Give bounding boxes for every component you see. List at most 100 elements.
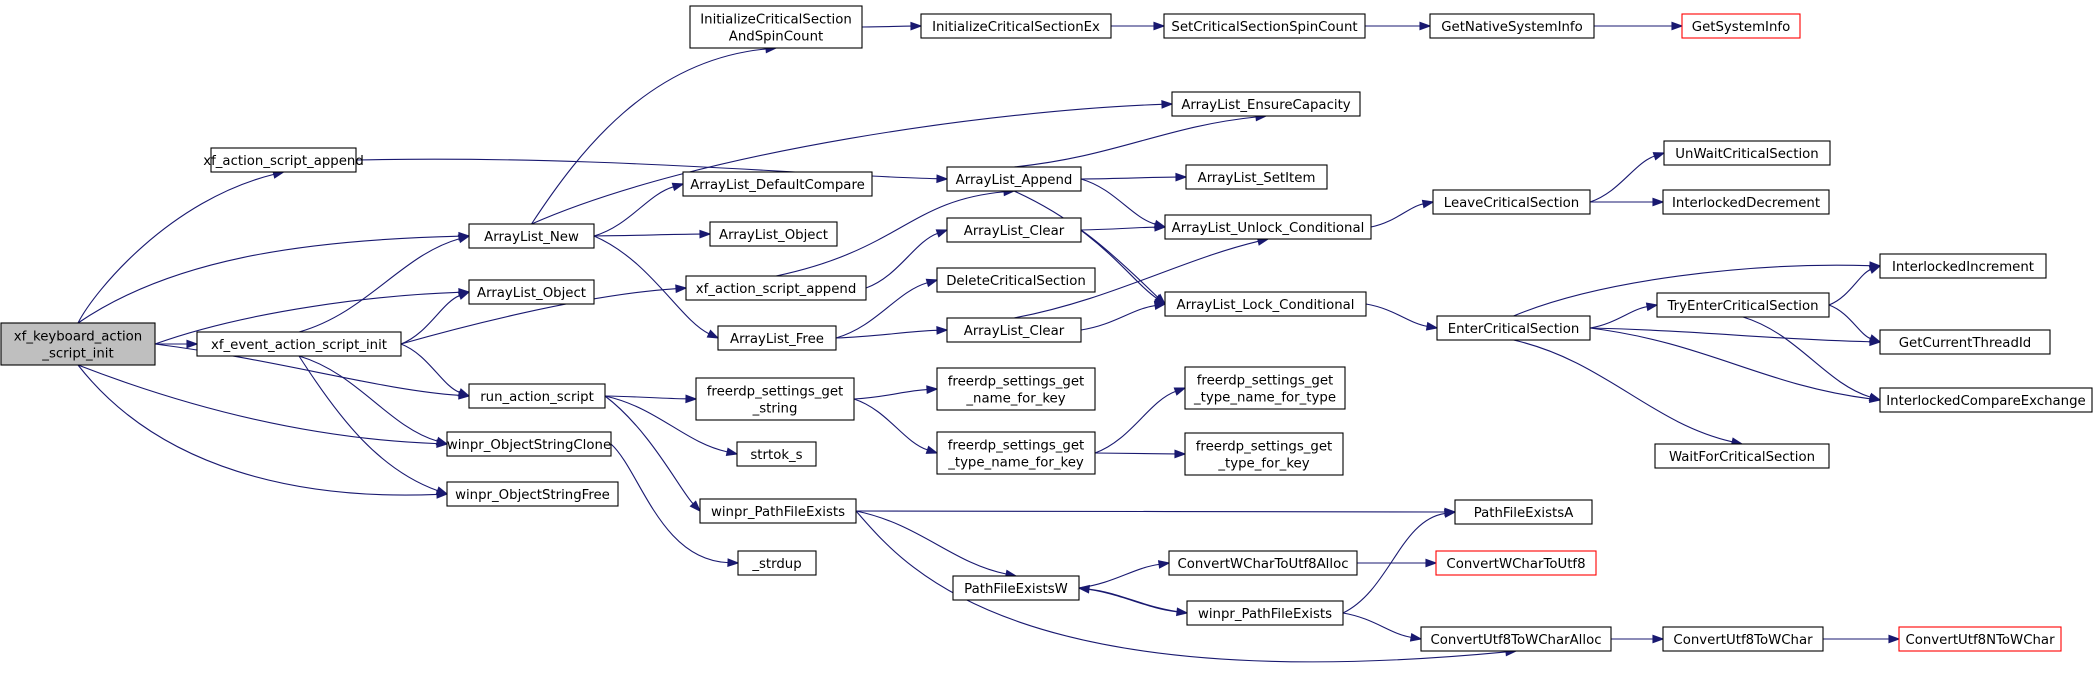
edge-arrowhead — [1671, 21, 1684, 31]
call-edge-arraylist_append-to-arraylist_ensure_capacity — [1013, 112, 1268, 168]
edge-line — [77, 173, 274, 324]
node-arraylist-ensure-capacity[interactable]: ArrayList_EnsureCapacity — [1171, 91, 1361, 117]
node-label: _string — [752, 402, 798, 417]
node-pathfileexists-w[interactable]: PathFileExistsW — [952, 575, 1080, 601]
edge-line — [1513, 339, 1733, 443]
node-box — [682, 171, 873, 197]
node-arraylist-default-compare[interactable]: ArrayList_DefaultCompare — [682, 171, 873, 197]
node-box — [446, 431, 612, 457]
node-interlocked-increment[interactable]: InterlockedIncrement — [1879, 253, 2047, 279]
node-box — [1663, 140, 1831, 166]
node-leave-critical-section[interactable]: LeaveCriticalSection — [1432, 189, 1591, 215]
node-convert-utf8-to-wchar-alloc[interactable]: ConvertUtf8ToWCharAlloc — [1420, 626, 1612, 652]
node-arraylist-append[interactable]: ArrayList_Append — [946, 166, 1082, 192]
node-delete-critical-section[interactable]: DeleteCriticalSection — [936, 267, 1096, 293]
node-get-native-system-info[interactable]: GetNativeSystemInfo — [1429, 13, 1595, 39]
node-pathfileexists-a[interactable]: PathFileExistsA — [1454, 499, 1593, 525]
node-interlocked-decrement[interactable]: InterlockedDecrement — [1662, 189, 1830, 215]
node-box — [196, 331, 402, 357]
node-convert-wchar-to-utf8-alloc[interactable]: ConvertWCharToUtf8Alloc — [1168, 550, 1358, 576]
node-root[interactable]: xf_keyboard_action_script_init — [0, 322, 156, 366]
edge-line — [604, 395, 687, 400]
node-arraylist-object-a[interactable]: ArrayList_Object — [468, 279, 595, 305]
node-box — [1168, 550, 1358, 576]
node-box — [717, 325, 837, 351]
node-box — [1879, 253, 2047, 279]
node-label: DeleteCriticalSection — [946, 274, 1086, 289]
call-edge-run_action_script-to-freerdp_settings_get_string — [604, 394, 698, 404]
node-label: freerdp_settings_get — [1197, 374, 1334, 389]
node-xf-action-script-append-a[interactable]: xf_action_script_append — [203, 147, 364, 173]
node-box — [1879, 329, 2051, 355]
edge-line — [835, 282, 928, 339]
node-initialize-critical-section-ex[interactable]: InitializeCriticalSectionEx — [920, 13, 1112, 39]
node-winpr-pathfileexists-a[interactable]: winpr_PathFileExists — [699, 498, 857, 524]
node-freerdp-settings-get-type-name-for-type[interactable]: freerdp_settings_get_type_name_for_type — [1184, 366, 1346, 410]
node-xf-action-script-append-b[interactable]: xf_action_script_append — [685, 275, 867, 301]
call-edge-arraylist_new-to-arraylist_ensure_capacity — [531, 99, 1174, 225]
node-strtok-s[interactable]: strtok_s — [736, 441, 817, 467]
node-convert-utf8-to-wchar[interactable]: ConvertUtf8ToWChar — [1662, 626, 1824, 652]
edge-line — [298, 238, 460, 333]
node-box — [736, 441, 817, 467]
node-set-critical-section-spin-count[interactable]: SetCriticalSectionSpinCount — [1163, 13, 1366, 39]
node-box — [1164, 214, 1372, 240]
edge-arrowhead — [1153, 301, 1167, 310]
node-freerdp-settings-get-type-for-key[interactable]: freerdp_settings_get_type_for_key — [1184, 432, 1344, 476]
node-arraylist-free[interactable]: ArrayList_Free — [717, 325, 837, 351]
edge-arrowhead — [1154, 222, 1167, 232]
node-get-system-info[interactable]: GetSystemInfo — [1681, 13, 1801, 39]
node-label: LeaveCriticalSection — [1444, 196, 1579, 211]
node-run-action-script[interactable]: run_action_script — [468, 383, 606, 409]
node-box — [689, 5, 863, 49]
node-winpr-pathfileexists-b[interactable]: winpr_PathFileExists — [1186, 600, 1344, 626]
edge-line — [298, 355, 438, 492]
node-convert-utf8n-to-wchar[interactable]: ConvertUtf8NToWChar — [1898, 626, 2062, 652]
edge-arrowhead — [1645, 302, 1659, 312]
node-convert-wchar-to-utf8[interactable]: ConvertWCharToUtf8 — [1435, 550, 1597, 576]
call-edge-set_critical_section_spin_count-to-get_native_system_info — [1365, 21, 1432, 31]
node-try-enter-critical-section[interactable]: TryEnterCriticalSection — [1656, 292, 1830, 318]
edge-arrowhead — [1868, 334, 1882, 343]
edge-arrowhead — [1157, 560, 1171, 569]
node-label: ArrayList_Free — [730, 332, 824, 347]
node-freerdp-settings-get-name-for-key[interactable]: freerdp_settings_get_name_for_key — [936, 367, 1096, 411]
node-freerdp-settings-get-string[interactable]: freerdp_settings_get_string — [695, 377, 855, 421]
call-edge-try_enter_critical_section-to-get_current_thread_id — [1828, 304, 1882, 343]
edge-arrowhead — [457, 234, 471, 244]
node-arraylist-unlock-conditional[interactable]: ArrayList_Unlock_Conditional — [1164, 214, 1372, 240]
call-edge-arraylist_free-to-arraylist_clear_b — [835, 326, 949, 339]
node-enter-critical-section[interactable]: EnterCriticalSection — [1436, 315, 1591, 341]
node-label: InterlockedCompareExchange — [1886, 394, 2086, 409]
edge-line — [593, 235, 710, 335]
node-label: xf_action_script_append — [203, 154, 364, 169]
edge-arrowhead — [671, 182, 685, 192]
node-box — [695, 377, 855, 421]
node-box — [1171, 91, 1361, 117]
call-edge-arraylist_clear_a-to-arraylist_unlock_conditional — [1080, 222, 1167, 232]
node-unwait-critical-section[interactable]: UnWaitCriticalSection — [1663, 140, 1831, 166]
node-winpr-objectstringfree[interactable]: winpr_ObjectStringFree — [446, 481, 619, 507]
call-edge-arraylist_append-to-arraylist_unlock_conditional — [1080, 178, 1167, 229]
node-freerdp-settings-get-type-name-for-key[interactable]: freerdp_settings_get_type_name_for_key — [936, 431, 1096, 475]
node-xf-event-action-script-init[interactable]: xf_event_action_script_init — [196, 331, 402, 357]
node-arraylist-set-item[interactable]: ArrayList_SetItem — [1185, 164, 1328, 190]
call-edge-arraylist_free-to-delete_critical_section — [835, 278, 939, 339]
edge-line — [400, 288, 677, 345]
node-winpr-objectstringclone[interactable]: winpr_ObjectStringClone — [446, 431, 612, 457]
node-strdup[interactable]: _strdup — [737, 550, 817, 576]
node-arraylist-object-b[interactable]: ArrayList_Object — [709, 221, 838, 247]
node-label: ArrayList_New — [484, 230, 579, 245]
node-wait-for-critical-section[interactable]: WaitForCriticalSection — [1654, 443, 1830, 469]
node-arraylist-lock-conditional[interactable]: ArrayList_Lock_Conditional — [1164, 291, 1367, 317]
call-edge-try_enter_critical_section-to-interlocked_compare_exchange — [1742, 316, 1882, 402]
node-arraylist-clear-a[interactable]: ArrayList_Clear — [946, 217, 1082, 243]
call-edge-convert_utf8_to_wchar-to-convert_utf8n_to_wchar — [1822, 634, 1901, 644]
node-arraylist-clear-b[interactable]: ArrayList_Clear — [946, 317, 1082, 343]
node-label: ConvertWCharToUtf8Alloc — [1177, 557, 1348, 572]
node-arraylist-new[interactable]: ArrayList_New — [468, 223, 595, 249]
node-get-current-thread-id[interactable]: GetCurrentThreadId — [1879, 329, 2051, 355]
node-interlocked-compare-exchange[interactable]: InterlockedCompareExchange — [1879, 387, 2093, 413]
